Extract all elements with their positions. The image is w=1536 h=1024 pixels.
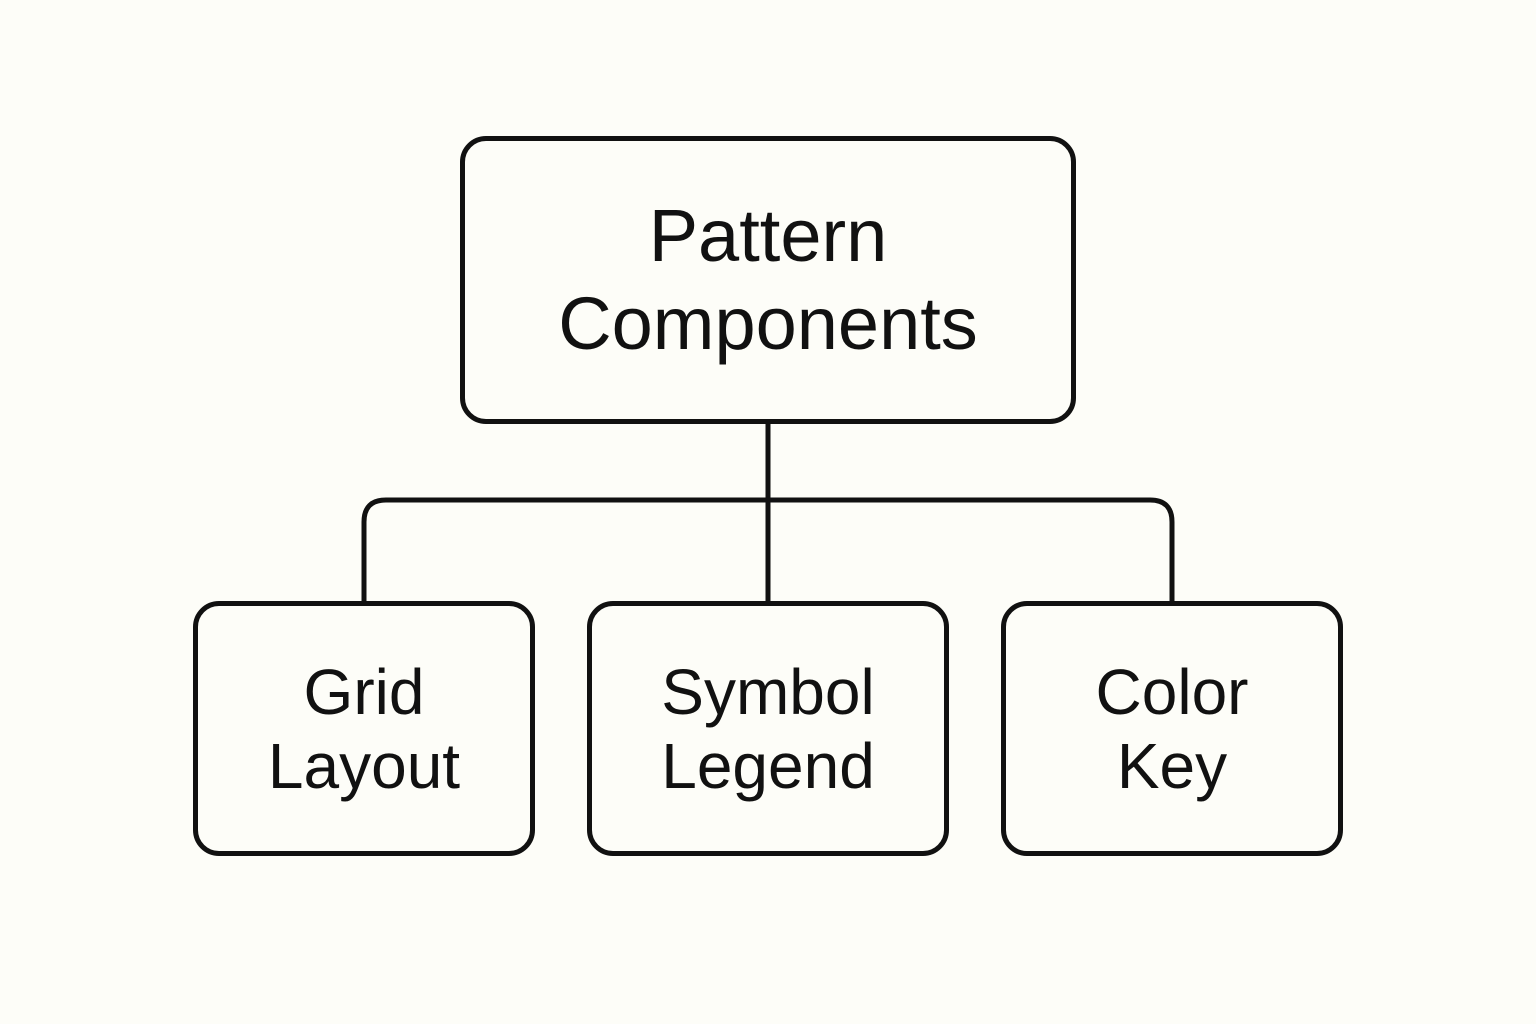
child-node-color-key: Color Key: [1001, 601, 1343, 856]
symbol-node-label-line-2: Legend: [661, 729, 875, 802]
symbol-node-label-line-1: Symbol: [661, 655, 875, 728]
color-node-label-line-2: Key: [1116, 729, 1228, 802]
color-node-label-line-1: Color: [1095, 655, 1249, 728]
child-node-symbol-legend: Symbol Legend: [587, 601, 949, 856]
root-node-label-line-2: Components: [558, 282, 978, 365]
grid-node-label-line-2: Layout: [267, 729, 461, 802]
grid-node-label-line-1: Grid: [303, 655, 425, 728]
connector-branch-bar: [361, 497, 1175, 601]
child-node-grid-layout: Grid Layout: [193, 601, 535, 856]
root-node-pattern-components: Pattern Components: [460, 136, 1076, 424]
root-node-label-line-1: Pattern: [648, 194, 888, 277]
